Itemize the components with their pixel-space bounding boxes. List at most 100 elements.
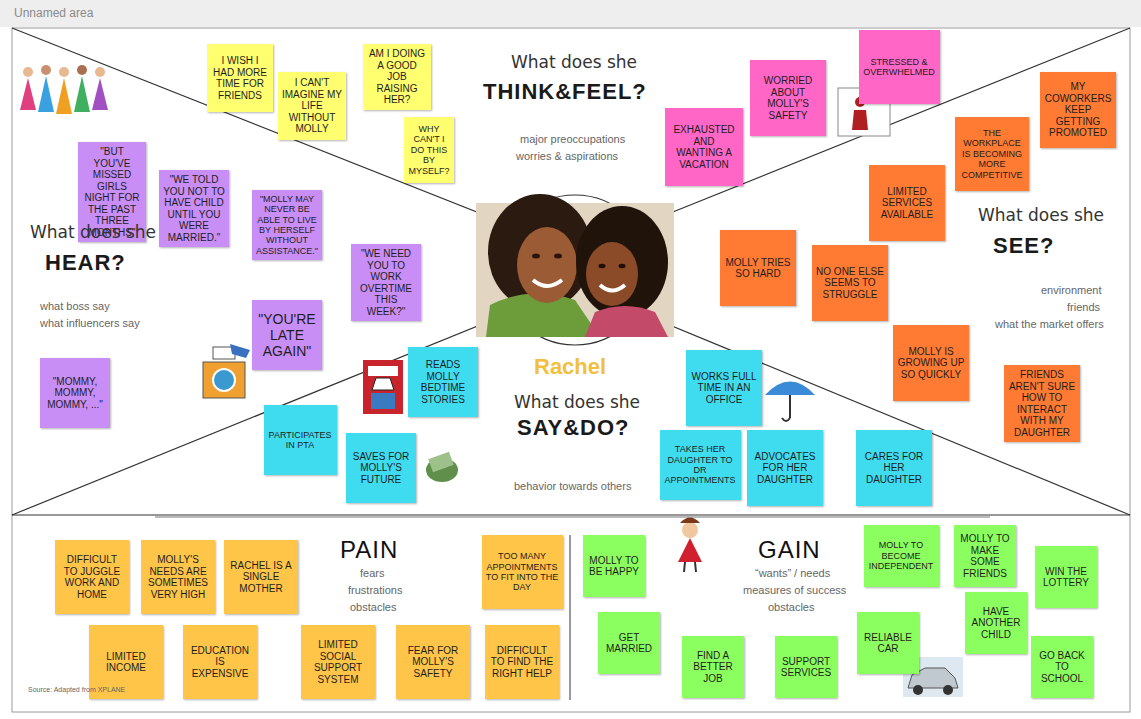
- sticky-note: "YOU'RE LATE AGAIN": [252, 300, 322, 370]
- note-text: DIFFICULT TO FIND THE RIGHT HELP: [489, 645, 555, 680]
- sticky-note: DIFFICULT TO FIND THE RIGHT HELP: [485, 625, 559, 699]
- sticky-note: NO ONE ELSE SEEMS TO STRUGGLE: [812, 245, 888, 321]
- note-text: MOLLY TO BE HAPPY: [587, 555, 641, 578]
- sticky-note: FEAR FOR MOLLY'S SAFETY: [396, 625, 470, 699]
- sticky-note: LIMITED SERVICES AVAILABLE: [869, 165, 945, 241]
- money-icon: [426, 452, 458, 482]
- note-text: THE WORKPLACE IS BECOMING MORE COMPETITI…: [959, 128, 1025, 180]
- doll-icon: [678, 518, 702, 573]
- note-text: FRIENDS AREN'T SURE HOW TO INTERACT WITH…: [1008, 369, 1076, 438]
- quadrant-heading: HEAR?: [45, 251, 126, 275]
- note-text: LIMITED SERVICES AVAILABLE: [873, 186, 941, 221]
- note-text: READS MOLLY BEDTIME STORIES: [412, 359, 474, 405]
- sticky-note: MOLLY IS GROWING UP SO QUICKLY: [893, 325, 969, 401]
- sticky-note: RACHEL IS A SINGLE MOTHER: [224, 540, 298, 614]
- sticky-note: SUPPORT SERVICES: [775, 636, 837, 698]
- sticky-note: PARTICIPATES IN PTA: [264, 405, 337, 475]
- note-text: "WE NEED YOU TO WORK OVERTIME THIS WEEK?…: [355, 248, 417, 317]
- subtitle-text: what influencers say: [40, 317, 140, 329]
- subtitle-text: frustrations: [348, 584, 402, 596]
- sticky-note: EXHAUSTED AND WANTING A VACATION: [665, 108, 743, 186]
- quadrant-heading: SAY&DO?: [517, 416, 630, 440]
- sticky-note: THE WORKPLACE IS BECOMING MORE COMPETITI…: [955, 117, 1029, 191]
- sticky-note: GET MARRIED: [598, 612, 660, 674]
- note-text: FIND A BETTER JOB: [686, 650, 740, 685]
- sticky-note: DIFFICULT TO JUGGLE WORK AND HOME: [55, 540, 129, 614]
- sticky-note: SAVES FOR MOLLY'S FUTURE: [346, 433, 416, 503]
- women-group-icon: [20, 65, 108, 114]
- note-text: PARTICIPATES IN PTA: [268, 430, 333, 451]
- sticky-note: I WISH I HAD MORE TIME FOR FRIENDS: [207, 44, 273, 112]
- subtitle-text: obstacles: [768, 601, 814, 613]
- sticky-note: MOLLY TO BE HAPPY: [583, 535, 645, 597]
- subtitle-text: major preoccupations: [520, 133, 625, 145]
- sticky-note: STRESSED & OVERWHELMED: [859, 30, 940, 104]
- note-text: HAVE ANOTHER CHILD: [969, 606, 1023, 641]
- note-text: GET MARRIED: [602, 632, 656, 655]
- note-text: WORKS FULL TIME IN AN OFFICE: [690, 371, 758, 406]
- note-text: I WISH I HAD MORE TIME FOR FRIENDS: [211, 55, 269, 101]
- note-text: MOLLY TRIES SO HARD: [724, 257, 792, 280]
- note-text: LIMITED SOCIAL SUPPORT SYSTEM: [305, 639, 371, 685]
- title-bar: [0, 0, 1141, 27]
- sticky-note: GO BACK TO SCHOOL: [1031, 636, 1093, 698]
- sticky-note: LIMITED SOCIAL SUPPORT SYSTEM: [301, 625, 375, 699]
- note-text: "MOLLY MAY NEVER BE ABLE TO LIVE BY HERS…: [256, 194, 318, 256]
- quadrant-question: What does she: [514, 393, 640, 412]
- sticky-note: WORKS FULL TIME IN AN OFFICE: [686, 350, 762, 426]
- note-text: CARES FOR HER DAUGHTER: [860, 451, 928, 486]
- subtitle-text: behavior towards others: [514, 480, 631, 492]
- note-text: ADVOCATES FOR HER DAUGHTER: [751, 451, 819, 486]
- subtitle-text: fears: [360, 567, 384, 579]
- sticky-note: EDUCATION IS EXPENSIVE: [183, 625, 257, 699]
- note-text: EDUCATION IS EXPENSIVE: [187, 645, 253, 680]
- note-text: DIFFICULT TO JUGGLE WORK AND HOME: [59, 554, 125, 600]
- sticky-note: "MOMMY, MOMMY, MOMMY, ...": [40, 358, 110, 428]
- sticky-note: HAVE ANOTHER CHILD: [965, 592, 1027, 654]
- subtitle-text: friends: [1067, 301, 1100, 313]
- sticky-note: "WE TOLD YOU NOT TO HAVE CHILD UNTIL YOU…: [159, 170, 229, 247]
- clock-hand-icon: [203, 344, 250, 398]
- subtitle-text: what boss say: [40, 300, 110, 312]
- quadrant-heading: SEE?: [993, 234, 1054, 258]
- area-title: Unnamed area: [14, 7, 93, 20]
- sticky-note: I CAN'T IMAGINE MY LIFE WITHOUT MOLLY: [278, 72, 346, 140]
- umbrella-icon: [765, 382, 815, 422]
- sticky-note: READS MOLLY BEDTIME STORIES: [408, 347, 478, 417]
- sticky-note: "WE NEED YOU TO WORK OVERTIME THIS WEEK?…: [351, 244, 421, 321]
- note-text: WORRIED ABOUT MOLLY'S SAFETY: [754, 75, 822, 121]
- note-text: MOLLY TO BECOME INDEPENDENT: [868, 540, 935, 571]
- subtitle-text: environment: [1041, 284, 1102, 296]
- note-text: MY COWORKERS KEEP GETTING PROMOTED: [1044, 81, 1112, 139]
- note-text: TOO MANY APPOINTMENTS TO FIT INTO THE DA…: [486, 551, 559, 592]
- persona-name: Rachel: [534, 355, 606, 379]
- book-icon: [363, 360, 403, 414]
- note-text: GO BACK TO SCHOOL: [1035, 650, 1089, 685]
- sticky-note: MOLLY TRIES SO HARD: [720, 230, 796, 306]
- note-text: I CAN'T IMAGINE MY LIFE WITHOUT MOLLY: [282, 77, 342, 135]
- sticky-note: MOLLY TO MAKE SOME FRIENDS: [954, 525, 1016, 587]
- quadrant-question: What does she: [511, 53, 637, 72]
- sticky-note: "MOLLY MAY NEVER BE ABLE TO LIVE BY HERS…: [252, 190, 322, 260]
- note-text: MOLLY'S NEEDS ARE SOMETIMES VERY HIGH: [145, 554, 211, 600]
- note-text: "YOU'RE LATE AGAIN": [256, 311, 318, 359]
- note-text: "WE TOLD YOU NOT TO HAVE CHILD UNTIL YOU…: [163, 174, 225, 243]
- quadrant-heading: THINK&FEEL?: [483, 80, 647, 104]
- frame: [12, 28, 1130, 712]
- sticky-note: TOO MANY APPOINTMENTS TO FIT INTO THE DA…: [482, 535, 563, 609]
- sticky-note: WHY CAN'T I DO THIS BY MYSELF?: [404, 117, 454, 183]
- note-text: MOLLY IS GROWING UP SO QUICKLY: [897, 346, 965, 381]
- note-text: LIMITED INCOME: [93, 651, 159, 674]
- quadrant-lines: [12, 28, 1130, 700]
- sticky-note: FRIENDS AREN'T SURE HOW TO INTERACT WITH…: [1004, 365, 1080, 442]
- sticky-note: MOLLY TO BECOME INDEPENDENT: [864, 525, 939, 587]
- note-text: SAVES FOR MOLLY'S FUTURE: [350, 451, 412, 486]
- sticky-note: MY COWORKERS KEEP GETTING PROMOTED: [1040, 72, 1116, 148]
- note-text: WHY CAN'T I DO THIS BY MYSELF?: [408, 124, 450, 176]
- sticky-note: FIND A BETTER JOB: [682, 636, 744, 698]
- subtitle-text: Source: Adapted from XPLANE: [28, 686, 125, 694]
- note-text: WIN THE LOTTERY: [1039, 566, 1093, 589]
- note-text: "MOMMY, MOMMY, MOMMY, ...": [44, 376, 106, 411]
- section-heading: GAIN: [758, 537, 821, 563]
